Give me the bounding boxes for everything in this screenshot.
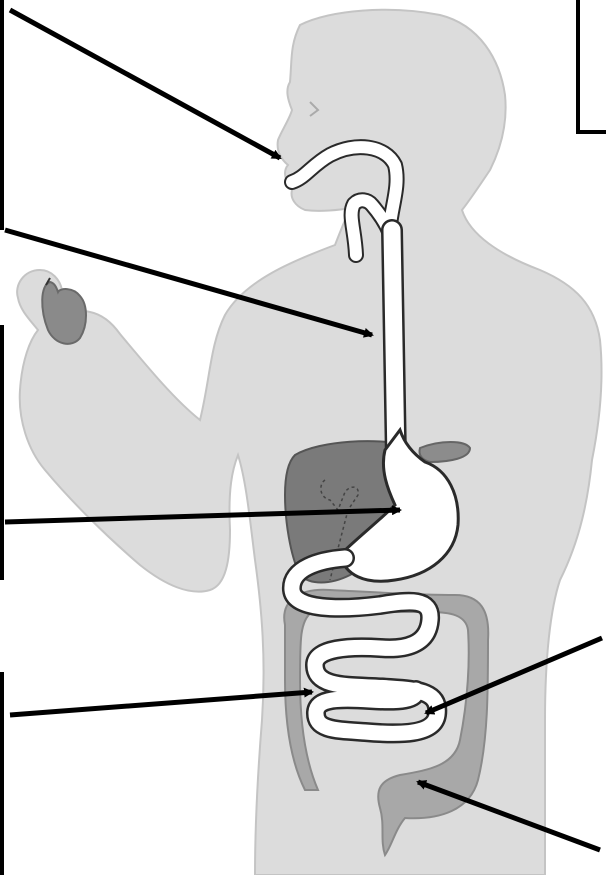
label-line-top-right xyxy=(578,0,606,132)
body-silhouette xyxy=(17,10,601,875)
arrow-mouth xyxy=(10,10,280,158)
esophagus-inner xyxy=(392,230,396,460)
head-and-torso xyxy=(17,10,601,875)
